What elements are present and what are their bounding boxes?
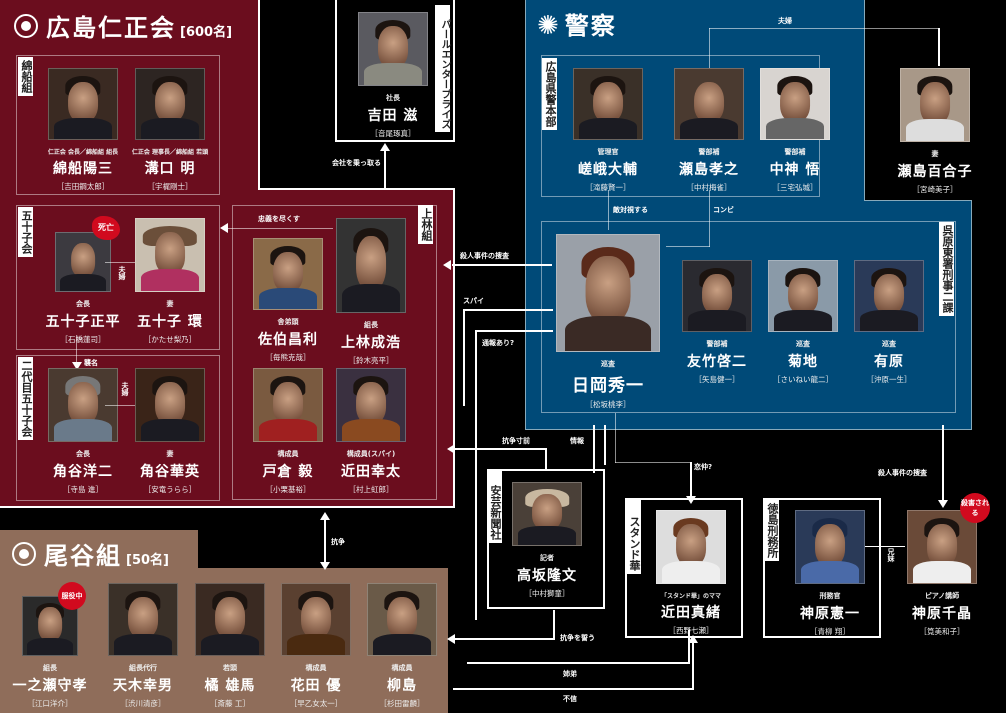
relation-rival-label: 抗争寸前 (502, 437, 530, 445)
isoko-kai-box (16, 205, 220, 350)
member-card[interactable]: ピアノ講師 神原千晶 ［筧美和子］ (887, 510, 997, 637)
nidaime-isoko-kai-label: 二代目五十子会 (18, 357, 33, 440)
member-card[interactable]: 組長 一之瀬守孝 ［江口洋介］ (0, 596, 100, 709)
member-card[interactable]: 管理官 嵯峨大輔 ［滝藤賢一］ (553, 68, 663, 193)
portrait-photo (656, 510, 726, 584)
kambayashi-gumi-box (232, 205, 437, 500)
relation-siblings-label: 兄妹 (887, 548, 895, 562)
member-card[interactable]: 構成員 柳島 ［杉田雷麟］ (347, 583, 457, 709)
murdered-badge: 殺害される (960, 493, 990, 523)
pearl-enterprise-label: パールエンタープライズ (435, 5, 450, 132)
member-card[interactable]: 巡査 有原 ［沖原一生］ (834, 260, 944, 385)
relation-mistrust-label: 不信 (563, 695, 577, 703)
otani-emblem-icon (12, 541, 36, 566)
watafune-gumi-box (16, 55, 220, 195)
relation-siblings-2-label: 姉弟 (563, 670, 577, 678)
portrait-photo (556, 234, 660, 352)
portrait-photo (336, 368, 406, 442)
kambayashi-gumi-label: 上林組 (418, 205, 433, 244)
relation-spy-label: スパイ (463, 297, 484, 305)
member-card[interactable]: 警部補 瀬島孝之 ［中村梅雀］ (654, 68, 764, 193)
relation-murder-investigation-label: 殺人事件の捜査 (460, 252, 509, 260)
member-card[interactable]: 会長 五十子正平 ［石橋蓮司］ (28, 232, 138, 345)
member-card[interactable]: 仁正会 理事長／綿船組 若頭 溝口 明 ［宇梶剛士］ (115, 68, 225, 192)
portrait-photo (854, 260, 924, 332)
member-card[interactable]: 構成員(スパイ) 近田幸太 ［村上虹郎］ (316, 368, 426, 495)
stand-hana-label: スタンド華 (626, 500, 641, 574)
member-card[interactable]: 妻 五十子 環 ［かたせ梨乃］ (115, 218, 225, 345)
relation-connection-label: 通報あり? (482, 339, 515, 347)
portrait-photo (253, 368, 323, 442)
member-card[interactable]: 刑務官 神原憲一 ［青柳 翔］ (775, 510, 885, 637)
relation-couple-label: 夫婦 (778, 17, 792, 25)
member-card[interactable]: 妻 瀬島百合子 ［宮崎美子］ (880, 68, 990, 195)
member-card[interactable]: 記者 高坂隆文 ［中村獅童］ (492, 482, 602, 599)
relation-intel-label: 情報 (570, 437, 584, 445)
portrait-photo (682, 260, 752, 332)
relation-rival-vow-label: 抗争を誓う (560, 634, 595, 642)
member-card[interactable]: 若頭 橘 雄馬 ［斎藤 工］ (175, 583, 285, 709)
portrait-photo (108, 583, 178, 656)
police-emblem-icon: ✺ (537, 11, 559, 41)
portrait-photo (135, 68, 205, 140)
relation-succession-label: 襲名 (84, 359, 98, 367)
portrait-photo (135, 218, 205, 292)
relation-conflict-label: 抗争 (331, 538, 345, 546)
member-card[interactable]: 構成員 花田 優 ［早乙女太一］ (261, 583, 371, 709)
hiroshima-jinseikai-title: 広島仁正会 [600名] (14, 8, 232, 43)
member-card[interactable]: 警部補 友竹啓二 ［矢島健一］ (662, 260, 772, 385)
member-card[interactable]: 組長 上林成浩 ［鈴木亮平］ (316, 218, 426, 366)
portrait-photo (768, 260, 838, 332)
member-card[interactable]: 構成員 戸倉 毅 ［小栗基裕］ (233, 368, 343, 495)
nidaime-isoko-kai-box (16, 355, 220, 501)
relation-couple-label: 夫婦 (121, 382, 129, 396)
relation-combi-label: コンビ (713, 206, 734, 214)
relation-loyalty-label: 忠義を尽くす (258, 215, 300, 223)
member-card[interactable]: 警部補 中神 悟 ［三宅弘城］ (740, 68, 850, 193)
tokushima-prison-label: 徳島刑務所 (764, 500, 779, 561)
relation-hostile-label: 敵対視する (613, 206, 648, 214)
member-card[interactable]: 仁正会 会長／綿船組 組長 綿船陽三 ［吉田鋼太郎］ (28, 68, 138, 192)
kure-east-label: 呉原東署刑事二課 (939, 222, 954, 316)
portrait-photo (336, 218, 406, 313)
portrait-photo (358, 12, 428, 86)
member-card[interactable]: 組長代行 天木幸男 ［渋川清彦］ (88, 583, 198, 709)
pearl-enterprise-box (335, 0, 455, 142)
portrait-photo (48, 68, 118, 140)
portrait-photo (135, 368, 205, 442)
portrait-photo (760, 68, 830, 140)
police-title: ✺ 警察 (537, 11, 617, 41)
relation-murder-investigation-label: 殺人事件の捜査 (878, 469, 927, 477)
otani-gumi-title: 尾谷組 [50名] (12, 536, 169, 571)
member-card[interactable]: 「スタンド華」のママ 近田真緒 ［西野七瀬］ (636, 510, 746, 636)
jinseikai-emblem-icon (14, 13, 38, 38)
portrait-photo (367, 583, 437, 656)
member-card[interactable]: 巡査 菊地 ［さいねい龍二］ (748, 260, 858, 385)
relation-lover-label: 恋仲? (694, 463, 713, 471)
kure-east-box (541, 221, 956, 413)
relation-couple-label: 夫婦 (118, 266, 126, 280)
relation-takeover-label: 会社を乗っ取る (332, 159, 381, 167)
portrait-photo (795, 510, 865, 584)
isoko-kai-label: 五十子会 (18, 207, 33, 257)
portrait-photo (55, 232, 111, 292)
portrait-photo (900, 68, 970, 142)
tokushima-prison-box (763, 498, 881, 638)
member-card[interactable]: 社長 吉田 滋 ［音尾琢真］ (338, 12, 448, 139)
portrait-photo (907, 510, 977, 584)
member-card[interactable]: 巡査 日岡秀一 ［松坂桃李］ (553, 234, 663, 410)
portrait-photo (253, 238, 323, 310)
hq-label: 広島県警本部 (542, 58, 557, 130)
deceased-badge: 死亡 (92, 216, 120, 240)
portrait-photo (512, 482, 582, 546)
aki-shimbun-label: 安芸新聞社 (487, 469, 502, 543)
portrait-photo (281, 583, 351, 656)
imprisoned-badge: 服役中 (58, 582, 86, 610)
portrait-photo (573, 68, 643, 140)
member-card[interactable]: 舎弟頭 佐伯昌利 ［毎熊克哉］ (233, 238, 343, 363)
member-card[interactable]: 妻 角谷華英 ［安竜うらら］ (115, 368, 225, 495)
portrait-photo (674, 68, 744, 140)
portrait-photo (195, 583, 265, 656)
watafune-gumi-label: 綿船組 (18, 57, 33, 96)
